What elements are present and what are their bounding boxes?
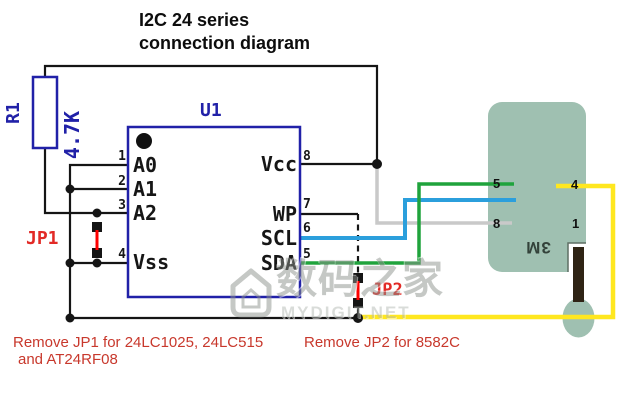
jp2-label: JP2	[372, 280, 403, 300]
chip-pin-number-5: 5	[303, 247, 311, 262]
socket-pin-number-5: 5	[493, 176, 501, 191]
junction-dot	[65, 184, 75, 194]
jp1-label: JP1	[26, 228, 59, 249]
diagram-title-line2: connection diagram	[139, 33, 311, 53]
a0-ground-chain-wire	[68, 163, 358, 320]
jp2-pad-bottom	[353, 298, 363, 308]
socket-pin4-yellow-wire	[358, 183, 616, 320]
vcc-to-socket-gray-wire	[375, 164, 512, 225]
scl-blue-wire	[300, 198, 516, 240]
jp1-pad-bottom	[92, 248, 102, 258]
watermark-house-logo	[230, 268, 272, 318]
jp1-note-line2: and AT24RF08	[18, 351, 118, 368]
chip-pin-label-vcc: Vcc	[260, 152, 297, 176]
resistor-value-label: 4.7K	[60, 110, 84, 160]
chip-ref-label: U1	[200, 100, 222, 121]
chip-pin-number-1: 1	[118, 149, 126, 164]
chip-pin-number-4: 4	[118, 247, 126, 262]
zif-socket-body	[488, 102, 586, 272]
diagram-title: I2C 24 series connection diagram	[139, 9, 310, 55]
socket-pin-number-1: 1	[572, 216, 580, 231]
junction-dot	[65, 313, 75, 323]
chip-pin-label-vss: Vss	[133, 250, 170, 274]
chip-pin-number-8: 8	[303, 149, 311, 164]
chip-pin-label-wp: WP	[272, 202, 297, 226]
r1-to-a2-wire	[43, 148, 128, 215]
chip-pin-number-6: 6	[303, 221, 311, 236]
jp2-pad-top	[353, 273, 363, 283]
junction-dot	[353, 313, 363, 323]
chip-pin-number-2: 2	[118, 174, 126, 189]
watermark-en-text: MYDIGIT.NET	[281, 303, 411, 322]
jp1-pad-top	[92, 222, 102, 232]
junction-dot	[92, 258, 102, 268]
chip-pin-number-3: 3	[118, 198, 126, 213]
resistor-ref-label: R1	[3, 102, 24, 124]
watermark-cn-text: 数码之家	[276, 256, 444, 302]
jp1-note-line1: Remove JP1 for 24LC1025, 24LC515	[13, 334, 264, 351]
diagram-title-line1: I2C 24 series	[139, 10, 250, 30]
chip-body	[126, 125, 302, 299]
chip-pin-number-7: 7	[303, 197, 311, 212]
zif-lever-arm	[573, 247, 584, 302]
chip-pin-label-a0: A0	[133, 153, 158, 177]
chip-pin-label-a2: A2	[133, 201, 158, 225]
resistor-body	[31, 75, 59, 150]
zif-lever-notch-outline	[567, 242, 586, 272]
socket-pin-number-4: 4	[571, 177, 579, 192]
junction-dot	[92, 208, 102, 218]
jp2-note: Remove JP2 for 8582C	[304, 334, 460, 351]
socket-brand-label: 3M	[525, 238, 551, 257]
chip-pin-label-sda: SDA	[260, 251, 297, 275]
sda-green-wire	[300, 182, 514, 265]
chip-pin-label-scl: SCL	[260, 226, 297, 250]
watermark: 数码之家 MYDIGIT.NET	[224, 257, 454, 325]
socket-pin-number-8: 8	[493, 216, 501, 231]
chip-pin1-marker-dot	[136, 133, 152, 149]
vcc-top-rail-wire	[43, 64, 379, 164]
chip-pin-label-a1: A1	[133, 177, 158, 201]
junction-dot	[65, 258, 75, 268]
junction-dot	[372, 159, 382, 169]
